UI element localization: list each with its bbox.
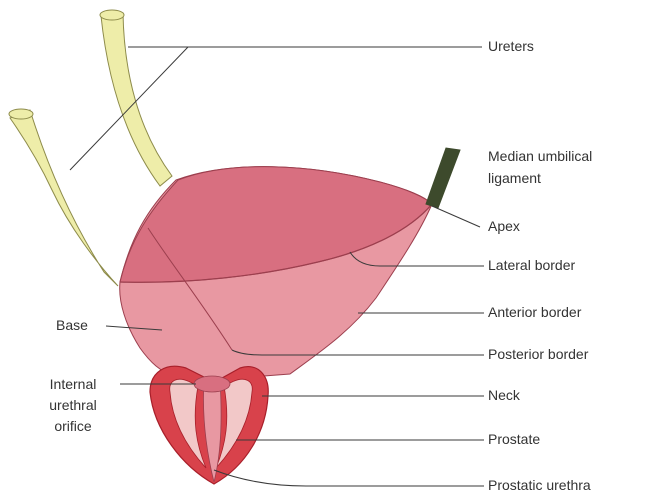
right-ureter <box>101 13 172 186</box>
median-umbilical-ligament <box>426 148 460 208</box>
leader-apex <box>432 206 480 227</box>
label-neck: Neck <box>488 387 520 404</box>
label-prostate: Prostate <box>488 431 540 448</box>
leader-ureters-b <box>70 47 188 170</box>
label-posterior-border: Posterior border <box>488 346 588 363</box>
label-median-umbilical-ligament-line1: Median umbilical <box>488 148 592 165</box>
internal-urethral-orifice <box>194 376 230 392</box>
right-ureter-end <box>100 10 124 20</box>
label-internal-urethral-orifice-line3: orifice <box>30 418 116 435</box>
label-apex: Apex <box>488 218 520 235</box>
label-anterior-border: Anterior border <box>488 304 581 321</box>
left-ureter-end <box>9 109 33 119</box>
label-median-umbilical-ligament-line2: ligament <box>488 170 541 187</box>
leader-prostatic-urethra <box>214 470 484 486</box>
label-base: Base <box>56 317 88 334</box>
label-ureters: Ureters <box>488 38 534 55</box>
label-prostatic-urethra: Prostatic urethra <box>488 477 591 494</box>
label-lateral-border: Lateral border <box>488 257 575 274</box>
label-internal-urethral-orifice-line1: Internal <box>30 376 116 393</box>
label-internal-urethral-orifice-line2: urethral <box>30 397 116 414</box>
